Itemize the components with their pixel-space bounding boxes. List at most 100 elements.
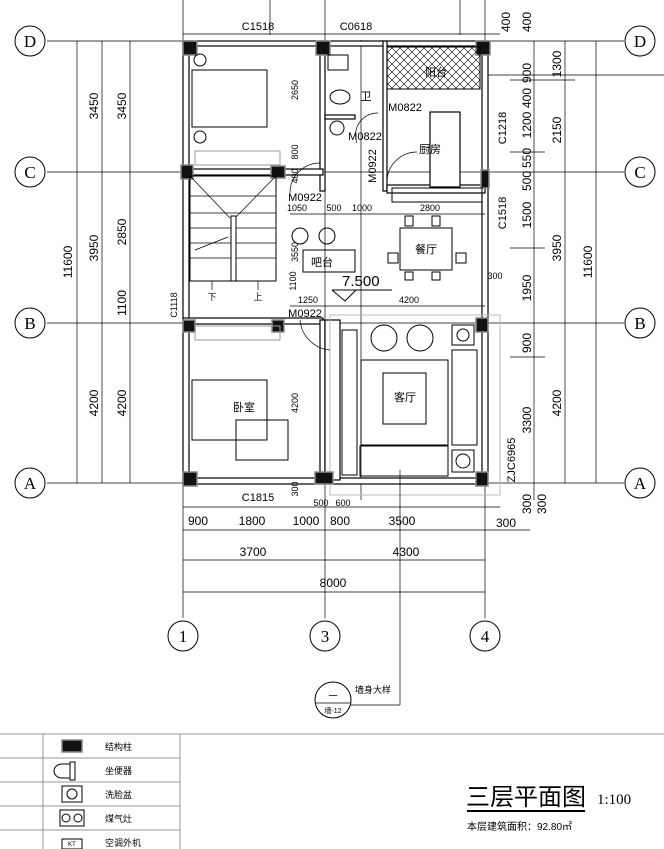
axis-bubble-4: 4	[469, 620, 501, 652]
svg-text:11600: 11600	[581, 245, 595, 278]
svg-text:C0618: C0618	[340, 21, 372, 33]
svg-text:900: 900	[188, 514, 208, 528]
svg-text:11600: 11600	[61, 245, 75, 278]
svg-text:600: 600	[335, 498, 350, 508]
svg-text:3550: 3550	[290, 242, 300, 262]
svg-text:400: 400	[290, 168, 300, 183]
tv-cabinet	[341, 329, 358, 476]
svg-text:上: 上	[253, 292, 262, 302]
svg-text:3950: 3950	[87, 234, 101, 261]
svg-text:C1815: C1815	[242, 492, 274, 504]
svg-text:3700: 3700	[240, 545, 267, 559]
room-living: 客厅	[394, 390, 416, 404]
svg-text:400: 400	[520, 88, 534, 108]
svg-text:C1518: C1518	[242, 21, 274, 33]
svg-text:结构柱: 结构柱	[105, 741, 132, 752]
svg-text:C: C	[24, 163, 35, 182]
svg-text:500: 500	[326, 203, 341, 213]
svg-text:4300: 4300	[393, 545, 420, 559]
axis-bubble-right-d: D	[624, 25, 656, 57]
svg-text:1500: 1500	[520, 201, 534, 228]
svg-text:300: 300	[290, 481, 300, 496]
bottom-dimensions: 900 1800 1000 800 3500 300 3700 4300 800…	[183, 492, 530, 593]
svg-text:7.500: 7.500	[342, 273, 380, 290]
room-dining: 餐厅	[415, 242, 437, 256]
balcony-hatch	[386, 46, 481, 90]
svg-text:M0922: M0922	[367, 149, 379, 183]
bed-bottom	[191, 379, 268, 441]
lamp-icon	[193, 130, 207, 144]
axis-bubble-1: 1	[167, 620, 199, 652]
svg-text:2800: 2800	[420, 203, 440, 213]
svg-text:空调外机: 空调外机	[105, 837, 141, 848]
ac-unit-icon	[61, 838, 83, 849]
svg-text:墙-12: 墙-12	[324, 706, 341, 715]
svg-text:800: 800	[330, 514, 350, 528]
room-kitchen: 厨房	[419, 143, 441, 156]
svg-text:3450: 3450	[87, 92, 101, 119]
svg-text:3: 3	[321, 627, 330, 646]
svg-text:300: 300	[520, 494, 534, 514]
furniture	[191, 53, 483, 477]
toilet-icon	[53, 761, 76, 781]
svg-text:500: 500	[313, 498, 328, 508]
svg-text:一: 一	[328, 691, 337, 701]
svg-text:M0922: M0922	[288, 308, 322, 320]
svg-text:550: 550	[520, 148, 534, 168]
svg-text:4200: 4200	[290, 393, 300, 413]
svg-text:C: C	[634, 163, 645, 182]
top-labels: C1518 C0618 400	[183, 12, 513, 35]
svg-text:1050: 1050	[287, 203, 307, 213]
legend-item-column: 结构柱	[61, 739, 132, 753]
stairs: 下 上 C1118	[169, 175, 277, 318]
svg-text:C1218: C1218	[497, 112, 509, 144]
axis-bubble-left-c: C	[14, 156, 46, 188]
svg-text:KT: KT	[68, 842, 76, 848]
axis-bubble-left-a: A	[14, 467, 46, 499]
axis-bubble-right-c: C	[624, 156, 656, 188]
svg-text:300: 300	[496, 516, 516, 530]
svg-text:1: 1	[179, 627, 188, 646]
svg-text:4200: 4200	[550, 389, 564, 416]
svg-text:3950: 3950	[550, 234, 564, 261]
svg-text:坐便器: 坐便器	[105, 765, 132, 776]
coffee-table	[382, 372, 427, 425]
axis-bubble-right-b: B	[624, 307, 656, 339]
structural-column-icon	[61, 739, 83, 753]
living-rug	[360, 359, 449, 446]
lamp-icon	[193, 53, 207, 67]
svg-text:1250: 1250	[298, 295, 318, 305]
rug	[235, 419, 289, 461]
drawing-scale: 1:100	[597, 792, 631, 808]
svg-text:500: 500	[520, 171, 534, 191]
svg-text:8000: 8000	[320, 576, 347, 590]
svg-text:1950: 1950	[520, 274, 534, 301]
title-block: 三层平面图 1:100 本层建筑面积：92.80㎡	[466, 783, 631, 833]
svg-text:300: 300	[535, 494, 549, 514]
svg-text:D: D	[634, 32, 646, 51]
svg-text:M0922: M0922	[288, 192, 322, 204]
dining-table	[399, 227, 453, 271]
svg-text:煤气灶: 煤气灶	[105, 813, 132, 824]
left-dimensions: 11600 3450 3950 4200 3450 2850 1100 4200	[61, 41, 131, 483]
svg-text:800: 800	[290, 144, 300, 159]
elevation-mark: 7.500	[331, 273, 392, 302]
axis-bubble-left-b: B	[14, 307, 46, 339]
svg-text:4200: 4200	[115, 389, 129, 416]
svg-text:400: 400	[499, 12, 513, 32]
gas-stove-icon	[59, 809, 85, 827]
room-bar: 吧台	[311, 255, 333, 269]
legend-item-washbasin: 洗脸盆	[61, 785, 132, 803]
washbasin-icon	[329, 120, 345, 136]
svg-text:1100: 1100	[115, 290, 129, 316]
svg-text:1000: 1000	[293, 514, 320, 528]
legend-item-toilet: 坐便器	[53, 761, 132, 781]
legend-item-ac: KT 空调外机	[61, 837, 141, 849]
wall-detail-marker: 一 墙-12 墙身大样	[314, 470, 401, 719]
svg-text:D: D	[24, 32, 36, 51]
svg-text:4200: 4200	[399, 295, 419, 305]
svg-text:1200: 1200	[520, 111, 534, 138]
legend-item-stove: 煤气灶	[59, 809, 132, 827]
svg-text:B: B	[24, 314, 35, 333]
